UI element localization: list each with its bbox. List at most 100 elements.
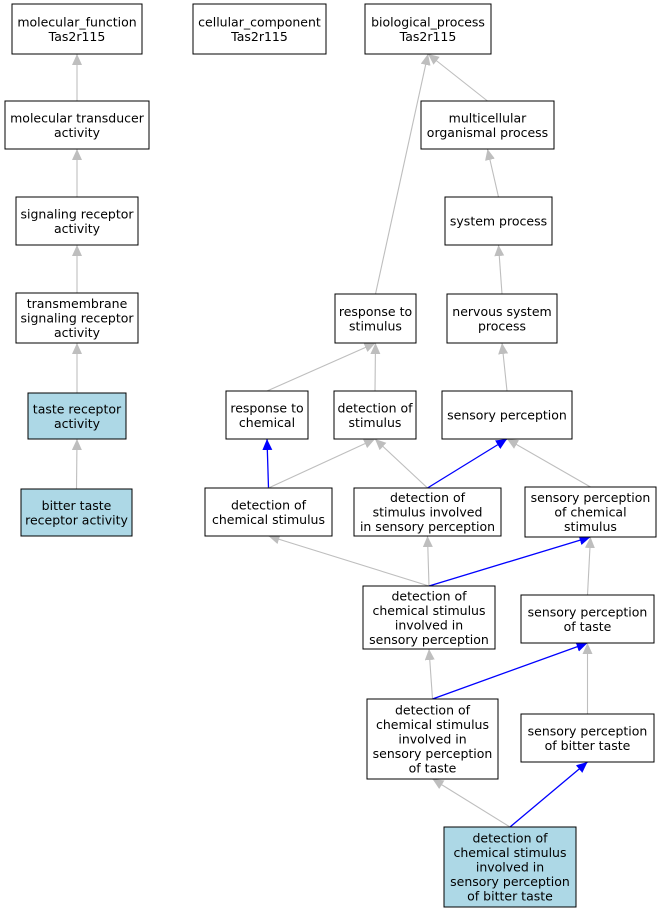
term-box	[520, 594, 655, 644]
term-box	[334, 293, 417, 344]
term-label-line: sensory perception	[450, 874, 570, 889]
term-box	[11, 3, 143, 55]
term-label-line: activity	[54, 325, 101, 340]
term-box	[446, 293, 558, 344]
term-box	[441, 390, 573, 440]
edge-dos-to-rts	[370, 342, 381, 392]
term-label-line: process	[478, 318, 526, 333]
term-label-line: response to	[339, 304, 412, 319]
term-label-line: stimulus	[349, 318, 402, 333]
term-label-line: of chemical	[554, 505, 626, 520]
term-label-line: involved in	[398, 732, 466, 747]
term-label-line: of bitter taste	[545, 738, 631, 753]
term-node-system-process[interactable]: system process	[444, 196, 553, 246]
edge-docsispbt-to-docsispt	[432, 778, 511, 828]
term-label-line: system process	[450, 214, 547, 229]
term-label-line: detection of	[472, 831, 548, 846]
term-label-line: biological_process	[371, 14, 485, 29]
edge-mop-to-bp	[427, 53, 488, 102]
term-box	[27, 392, 127, 440]
edge-nsp-to-sp	[494, 244, 505, 295]
term-label-line: molecular transducer	[10, 110, 145, 125]
term-label-line: Tas2r115	[399, 29, 457, 44]
term-label-line: signaling receptor	[20, 311, 134, 326]
term-node-sensory-perception[interactable]: sensory perception	[441, 390, 573, 440]
term-label-line: chemical stimulus	[453, 845, 566, 860]
nodes: molecular_functionTas2r115cellular_compo…	[4, 3, 657, 908]
term-label-line: stimulus	[564, 519, 617, 534]
term-label-line: response to	[230, 400, 303, 415]
edge-docsisp-to-spocs	[428, 535, 591, 587]
term-box	[333, 390, 417, 440]
term-label-line: chemical stimulus	[212, 512, 325, 527]
term-box	[443, 826, 577, 908]
edge-spocs-to-spe	[506, 438, 591, 488]
edge-sp-to-mop	[485, 148, 500, 198]
term-label-line: sensory perception	[369, 632, 489, 647]
term-box	[192, 3, 327, 55]
term-box	[4, 100, 150, 150]
term-box	[362, 585, 496, 650]
term-label-line: chemical stimulus	[376, 717, 489, 732]
term-label-line: detection of	[391, 588, 467, 603]
term-label-line: involved in	[476, 860, 544, 875]
term-label-line: activity	[54, 221, 101, 236]
term-label-line: bitter taste	[42, 498, 112, 513]
edge-btra-to-tra	[71, 438, 82, 490]
term-label-line: nervous system	[452, 304, 551, 319]
term-label-line: detection of	[337, 400, 413, 415]
edge-spe-to-nsp	[498, 342, 509, 392]
term-box	[225, 390, 309, 440]
term-box	[366, 698, 499, 780]
edge-docsispt-to-docsisp	[424, 648, 435, 700]
edge-docsisp-to-docs	[268, 534, 430, 587]
edge-docsispt-to-spot	[432, 642, 588, 700]
edge-docsispbt-to-spobt	[509, 761, 588, 828]
term-label-line: sensory perception	[531, 490, 651, 505]
term-label-line: Tas2r115	[230, 29, 288, 44]
edge-docsisp-to-dosisp	[422, 535, 433, 587]
term-label-line: chemical stimulus	[372, 603, 485, 618]
term-label-line: cellular_component	[198, 14, 321, 29]
term-box	[20, 488, 133, 537]
term-label-line: stimulus involved	[373, 505, 483, 520]
edge-spot-to-spocs	[584, 536, 595, 596]
edges	[71, 53, 595, 828]
term-label-line: receptor activity	[25, 512, 128, 527]
term-box	[520, 713, 655, 763]
edge-docs-to-rtc	[262, 438, 273, 489]
term-label-line: transmembrane	[27, 296, 128, 311]
term-label-line: of taste	[409, 761, 457, 776]
term-label-line: multicellular	[449, 110, 528, 125]
term-label-line: chemical	[239, 415, 295, 430]
term-label-line: molecular_function	[17, 14, 136, 29]
term-label-line: sensory perception	[528, 723, 648, 738]
term-label-line: sensory perception	[373, 746, 493, 761]
term-label-line: sensory perception	[447, 408, 567, 423]
term-label-line: of taste	[564, 619, 612, 634]
edge-rtc-to-rts	[266, 342, 376, 392]
term-label-line: involved in	[395, 617, 463, 632]
term-label-line: sensory perception	[528, 604, 648, 619]
